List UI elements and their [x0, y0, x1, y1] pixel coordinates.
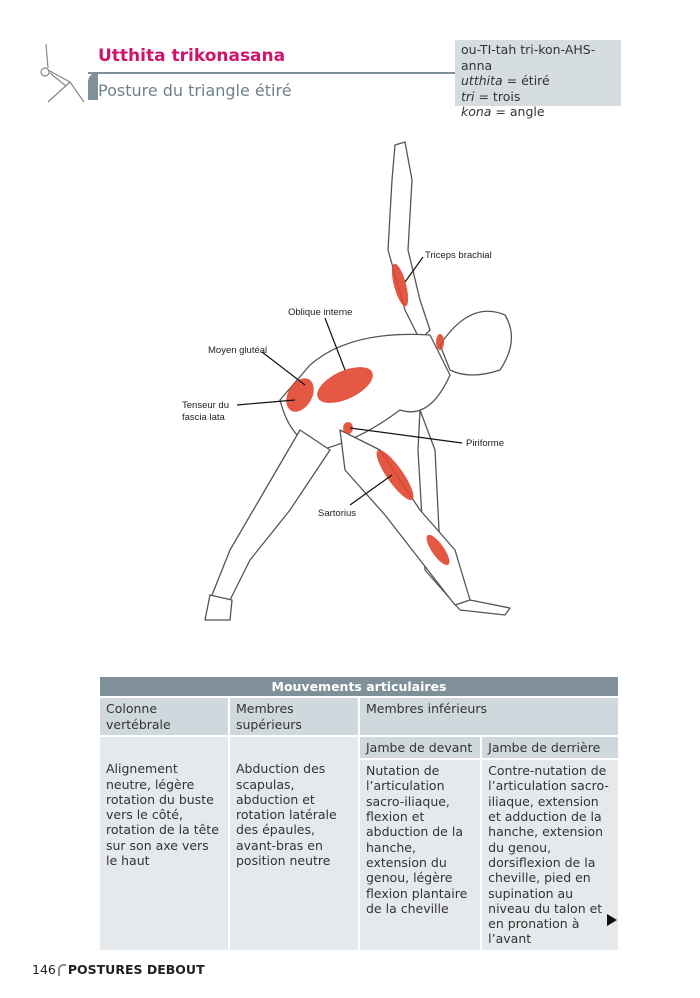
label-line: Tenseur du — [182, 400, 230, 411]
label-moyen-gluteal: Moyen glutéal — [208, 345, 268, 356]
label-oblique: Oblique interne — [288, 307, 353, 318]
table-title: Mouvements articulaires — [98, 674, 620, 699]
subheader: Jambe de derrière — [480, 734, 620, 761]
label-triceps: Triceps brachial — [425, 250, 492, 261]
footer-corner — [57, 964, 66, 976]
section-name: POSTURES DEBOUT — [67, 962, 205, 977]
term: utthita — [461, 73, 503, 88]
cell-membres-sup: Abduction des scapulas, abduction et rot… — [228, 734, 360, 952]
subheader: Jambe de devant — [357, 734, 483, 761]
cell-jambe-devant: Nutation de l’articulation sacro-iliaque… — [357, 758, 483, 952]
pronunciation: ou-TI-tah tri-kon-AHS-anna — [461, 42, 596, 73]
definition: = angle — [491, 104, 545, 119]
pose-pictogram-icon — [40, 43, 85, 103]
cell-jambe-derriere: Contre-nutation de l’articulation sacro-… — [480, 758, 620, 952]
title-corner — [88, 72, 98, 100]
title-divider — [88, 72, 456, 74]
term: kona — [461, 104, 492, 119]
page-number: 146 — [32, 962, 56, 977]
pronunciation-box: ou-TI-tah tri-kon-AHS-anna utthita = éti… — [455, 40, 621, 119]
col-header: Colonne vertébrale — [98, 696, 230, 737]
col-header: Membres inférieurs — [358, 696, 620, 737]
label-line: fascia lata — [182, 412, 225, 423]
term: tri — [461, 88, 475, 104]
anatomy-illustration — [204, 141, 512, 621]
page-footer: 146 POSTURES DEBOUT — [32, 962, 205, 977]
next-page-arrow-icon — [607, 914, 617, 926]
definition: = étiré — [502, 73, 550, 88]
pose-subtitle: Posture du triangle étiré — [98, 81, 292, 100]
cell-colonne: Alignement neutre, légère rotation du bu… — [98, 734, 230, 952]
col-header: Membres supérieurs — [228, 696, 360, 737]
definition: = trois — [474, 88, 521, 104]
joint-movements-table: Mouvements articulaires Colonne vertébra… — [98, 674, 620, 952]
label-sartorius: Sartorius — [318, 508, 357, 519]
label-piriforme: Piriforme — [466, 438, 505, 449]
pose-title: Utthita trikonasana — [98, 46, 286, 66]
